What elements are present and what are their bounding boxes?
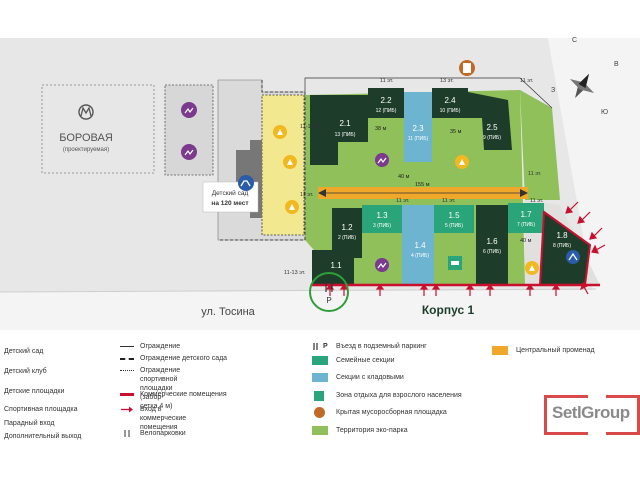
- svg-text:40 м: 40 м: [398, 174, 410, 180]
- commercial-line-icon: [120, 393, 134, 396]
- section-2-4[interactable]: 2.4 10 (ПИБ): [432, 88, 468, 118]
- section-1-6[interactable]: 1.6 6 (ПИБ): [476, 205, 508, 285]
- svg-text:38 м: 38 м: [375, 126, 387, 132]
- svg-text:1.5: 1.5: [448, 211, 460, 220]
- svg-text:40 м: 40 м: [520, 238, 532, 244]
- brand-frame-left: [544, 395, 588, 435]
- bike-parking-icon: [124, 429, 130, 438]
- section-2-1-label: 2.1: [339, 119, 351, 128]
- site-plan-map: БОРОВАЯ (проектируемая) Детский сад на 1…: [0, 37, 640, 330]
- svg-text:11-13 эт.: 11-13 эт.: [284, 270, 306, 276]
- svg-text:11 эт.: 11 эт.: [442, 198, 456, 204]
- parking-icon: [312, 342, 326, 351]
- commercial-entry-arrows: [325, 201, 606, 296]
- svg-text:9 (ПИБ): 9 (ПИБ): [483, 135, 501, 141]
- svg-text:1.1: 1.1: [330, 261, 342, 270]
- compass-west: З: [551, 87, 555, 94]
- kindergarten-label-line2: на 120 мест: [211, 200, 248, 207]
- section-1-5[interactable]: 1.5 5 (ПИБ): [434, 205, 474, 233]
- recreation-zone-icon: [448, 256, 462, 270]
- svg-text:35 м: 35 м: [450, 129, 462, 135]
- metro-area: [41, 84, 155, 174]
- section-1-2[interactable]: 1.2 2 (ПИБ): [332, 208, 362, 258]
- metro-icon: [78, 104, 94, 120]
- svg-text:1.7: 1.7: [520, 210, 532, 219]
- svg-text:1.6: 1.6: [486, 237, 498, 246]
- brand-logo: SetlGroup: [544, 395, 640, 435]
- svg-text:13 эт.: 13 эт.: [440, 78, 454, 84]
- section-1-7[interactable]: 1.7 7 (ПИБ): [508, 203, 544, 233]
- legend: Детский сад Детский клуб Детские площадк…: [0, 330, 640, 480]
- svg-text:11 эт.: 11 эт.: [530, 198, 544, 204]
- svg-text:12 (ПИБ): 12 (ПИБ): [376, 108, 397, 114]
- floor-labels: 11 эт. 11-13 эт. 13 эт. 11 эт. 11 эт. 11…: [284, 78, 544, 276]
- svg-text:5 (ПИБ): 5 (ПИБ): [445, 223, 463, 229]
- metro-name: БОРОВАЯ: [59, 132, 113, 144]
- kindergarten-label-line1: Детский сад: [212, 189, 249, 197]
- recreation-icon: [314, 391, 324, 401]
- section-2-2[interactable]: 2.2 12 (ПИБ): [368, 88, 404, 118]
- svg-text:155 м: 155 м: [415, 182, 430, 188]
- parking-entrance-icon: P: [325, 282, 333, 305]
- dotted-fence-icon: [120, 370, 134, 371]
- trash-icon: [314, 407, 325, 418]
- svg-text:2.3: 2.3: [412, 124, 424, 133]
- svg-text:7 (ПИБ): 7 (ПИБ): [517, 222, 535, 228]
- svg-text:3 (ПИБ): 3 (ПИБ): [373, 223, 391, 229]
- eco-park-swatch: [312, 426, 328, 435]
- svg-text:11-13 эт.: 11-13 эт.: [300, 124, 322, 130]
- compass-rose: С В Ю З: [551, 37, 619, 116]
- compass-south: Ю: [601, 109, 608, 116]
- metro-status: (проектируемая): [63, 147, 109, 153]
- svg-text:10 (ПИБ): 10 (ПИБ): [440, 108, 461, 114]
- svg-text:11 эт.: 11 эт.: [396, 198, 410, 204]
- sports-ground-area: [164, 84, 214, 176]
- section-1-4[interactable]: 1.4 4 (ПИБ): [402, 205, 434, 285]
- kids-playground: [261, 94, 305, 236]
- svg-text:11 эт.: 11 эт.: [528, 171, 542, 177]
- brand-frame-right: [606, 395, 640, 435]
- svg-text:11 (ПИБ): 11 (ПИБ): [408, 136, 429, 142]
- section-2-5[interactable]: 2.5 9 (ПИБ): [468, 92, 512, 150]
- brand-name: SetlGroup: [552, 403, 630, 422]
- svg-text:2.4: 2.4: [444, 96, 456, 105]
- compass-north: С: [572, 37, 577, 44]
- dashed-fence-icon: [120, 358, 134, 360]
- kids-playground-icon: [273, 125, 299, 214]
- svg-text:1.3: 1.3: [376, 211, 388, 220]
- parking-entrance-highlight: [309, 272, 349, 312]
- svg-text:4 (ПИБ): 4 (ПИБ): [411, 253, 429, 259]
- svg-text:11 эт.: 11 эт.: [520, 78, 534, 84]
- kids-club-icon: [566, 250, 580, 264]
- street-band: [0, 290, 600, 330]
- svg-text:1.8: 1.8: [556, 231, 568, 240]
- trash-area-icon: [459, 60, 475, 76]
- red-arrow-icon: [120, 405, 134, 414]
- svg-text:1.4: 1.4: [414, 241, 426, 250]
- svg-text:2.5: 2.5: [486, 123, 498, 132]
- section-1-3[interactable]: 1.3 3 (ПИБ): [362, 205, 402, 233]
- section-2-1-floors: 13 (ПИБ): [335, 132, 356, 138]
- family-swatch: [312, 356, 328, 365]
- storage-swatch: [312, 373, 328, 382]
- kindergarten-icon: [238, 175, 254, 191]
- svg-text:2 (ПИБ): 2 (ПИБ): [338, 235, 356, 241]
- street-name: ул. Тосина: [201, 306, 255, 318]
- site-fence: [304, 77, 553, 109]
- svg-text:8 (ПИБ): 8 (ПИБ): [553, 243, 571, 249]
- section-2-3[interactable]: 2.3 11 (ПИБ): [404, 92, 432, 162]
- svg-text:11 эт.: 11 эт.: [300, 192, 314, 198]
- fence-line-icon: [120, 346, 134, 347]
- svg-text:P: P: [326, 296, 331, 305]
- svg-text:11 эт.: 11 эт.: [380, 78, 394, 84]
- compass-east: В: [614, 61, 619, 68]
- kids-playground-icons: [375, 153, 539, 275]
- promenade-swatch: [492, 346, 508, 355]
- svg-text:1.2: 1.2: [341, 223, 353, 232]
- building-title: Корпус 1: [422, 303, 475, 317]
- svg-text:6 (ПИБ): 6 (ПИБ): [483, 249, 501, 255]
- dimension-labels: 155 м 40 м 38 м 35 м 40 м: [375, 126, 532, 244]
- svg-text:2.2: 2.2: [380, 96, 392, 105]
